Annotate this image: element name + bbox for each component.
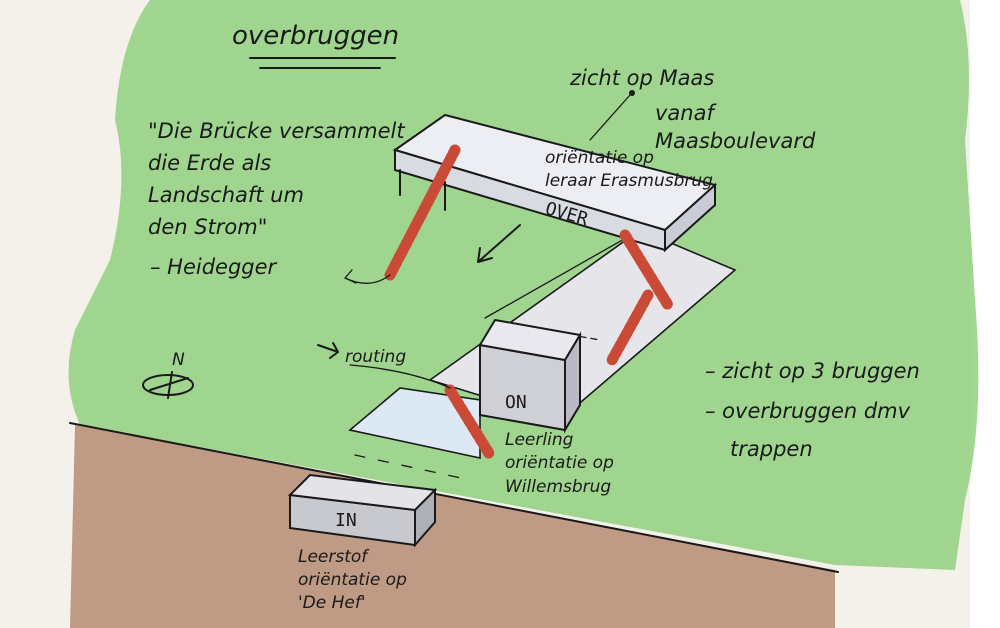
label-line: Leerling [505, 430, 574, 450]
arrow-down-left [477, 224, 521, 263]
notes-top: zicht op Maas vanaf Maasboulevard [569, 66, 816, 153]
compass-letter: N [172, 350, 185, 370]
title-underline [249, 57, 396, 69]
label-in: Leerstof oriëntatie op 'De Hef' [298, 547, 407, 613]
note-line: vanaf [655, 101, 717, 125]
quote: "Die Brücke versammelt die Erde als Land… [148, 119, 405, 279]
label-line: Willemsbrug [505, 477, 611, 497]
in-box-side [414, 487, 436, 548]
grass-area [68, 0, 979, 570]
ground-dashes [354, 454, 471, 481]
note-line: trappen [730, 437, 813, 461]
label-line: oriëntatie op [505, 453, 614, 473]
label-line: oriëntatie op [298, 570, 407, 590]
stairs-right-upper [619, 229, 674, 311]
note-line: Maasboulevard [655, 129, 816, 153]
note-line: zicht op Maas [569, 66, 714, 90]
quote-line: "Die Brücke versammelt [148, 119, 405, 143]
on-box-side [564, 331, 581, 434]
label-line: 'De Hef' [298, 593, 366, 613]
label-line: Leerstof [298, 547, 370, 567]
stairs-front [444, 384, 496, 461]
note-line: – zicht op 3 bruggen [705, 359, 920, 383]
stairs-right-lower [606, 289, 654, 366]
on-box-label: ON [505, 392, 527, 413]
arrow-routing [317, 342, 339, 359]
pointer-dot [629, 90, 635, 96]
page-title: overbruggen [232, 21, 399, 51]
earth-area [70, 425, 835, 628]
in-box-label: IN [335, 510, 357, 531]
arrow-out-left [344, 269, 391, 284]
notes-right: – zicht op 3 bruggen – overbruggen dmv t… [705, 359, 920, 461]
routing-label: routing [345, 347, 406, 367]
note-line: – overbruggen dmv [705, 399, 911, 423]
pointer-line [589, 94, 631, 141]
quote-line: die Erde als [148, 151, 271, 175]
quote-author: – Heidegger [150, 255, 278, 279]
label-line: oriëntatie op [545, 148, 654, 168]
compass-needle [149, 371, 189, 399]
label-line: leraar Erasmusbrug [545, 171, 713, 191]
walkway-edge [484, 229, 641, 319]
stairs-left [384, 144, 461, 281]
ground-line [69, 422, 839, 573]
over-box-side [664, 182, 716, 253]
quote-line: Landschaft um [148, 183, 304, 207]
label-bridge-bottom: Leerling oriëntatie op Willemsbrug [505, 430, 614, 497]
label-bridge-top: oriëntatie op leraar Erasmusbrug [545, 148, 713, 191]
quote-line: den Strom" [148, 215, 267, 239]
routing-line [349, 364, 451, 389]
